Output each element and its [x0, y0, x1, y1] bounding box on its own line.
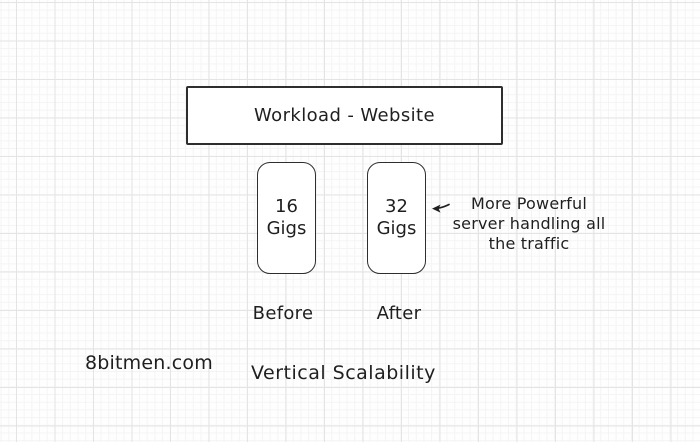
- workload-box-label: Workload - Website: [254, 105, 435, 126]
- caption-after-label: After: [376, 303, 422, 324]
- server-before-unit: Gigs: [266, 218, 307, 239]
- caption-before: Before: [248, 303, 318, 324]
- workload-box: Workload - Website: [186, 86, 503, 145]
- server-after-unit: Gigs: [376, 218, 417, 239]
- annotation-line-1: More Powerful: [471, 194, 587, 213]
- diagram-title: Vertical Scalability: [251, 362, 436, 384]
- diagram-title-text: Vertical Scalability: [251, 362, 436, 384]
- annotation-line-3: the traffic: [488, 234, 570, 253]
- server-before-size: 16: [275, 196, 298, 217]
- watermark-8bitmen: 8bitmen.com: [85, 352, 213, 374]
- annotation-text: More Powerful server handling all the tr…: [443, 194, 615, 254]
- arrow-left-icon: [431, 200, 451, 214]
- server-box-after: 32 Gigs: [367, 162, 426, 274]
- server-after-size: 32: [385, 196, 408, 217]
- watermark-text: 8bitmen.com: [85, 352, 213, 374]
- server-box-before: 16 Gigs: [257, 162, 316, 274]
- annotation-line-2: server handling all: [452, 214, 606, 233]
- caption-before-label: Before: [252, 303, 314, 324]
- caption-after: After: [364, 303, 434, 324]
